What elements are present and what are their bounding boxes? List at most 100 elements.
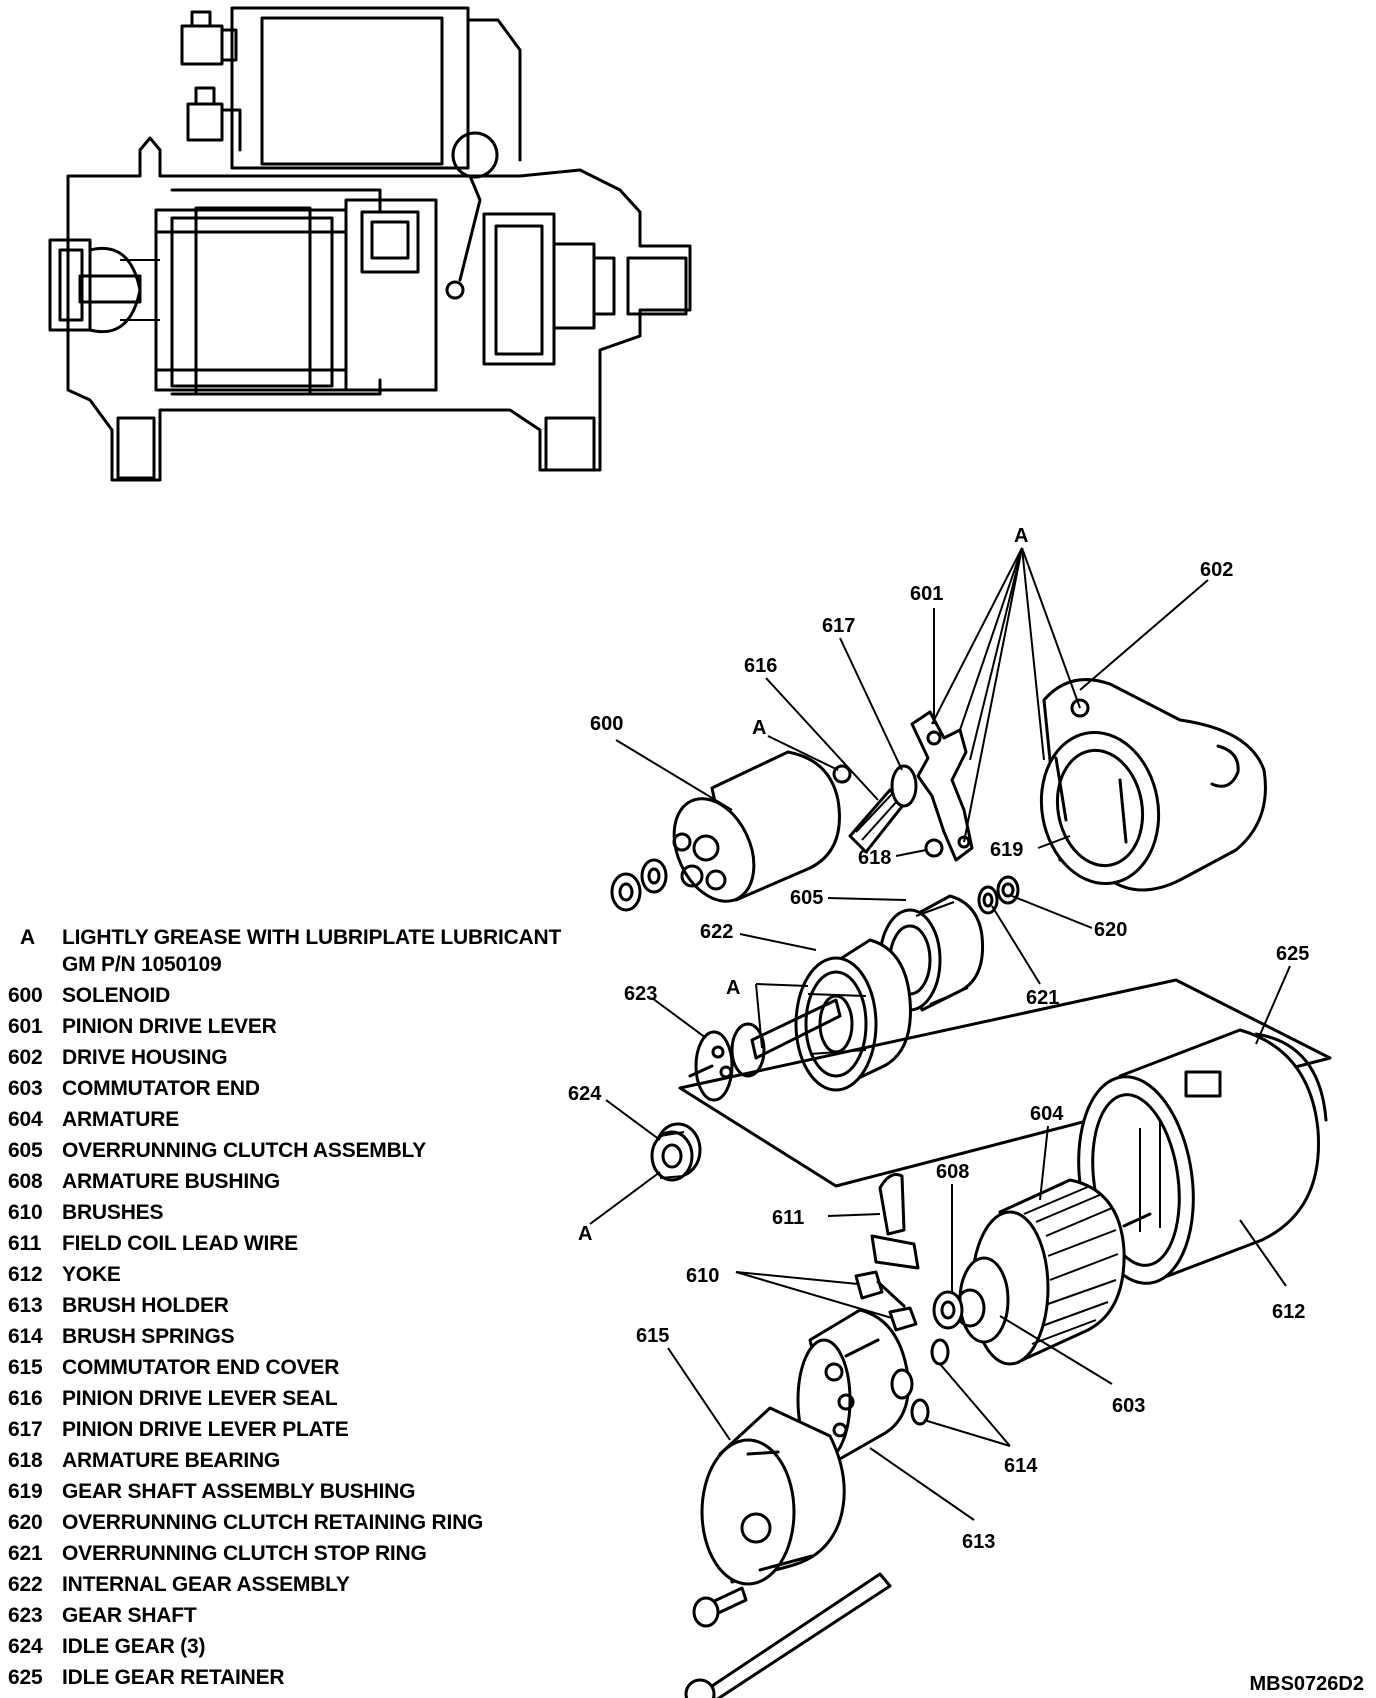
legend-key: 603 <box>8 1077 43 1100</box>
part-602-drive-housing <box>1039 678 1267 892</box>
legend-key: 623 <box>8 1604 43 1627</box>
legend-row: 620 OVERRUNNING CLUTCH RETAINING RING <box>4 1509 604 1536</box>
legend-row: 603 COMMUTATOR END <box>4 1075 604 1102</box>
callout-621: 621 <box>1026 987 1059 1009</box>
legend-row: 618 ARMATURE BEARING <box>4 1447 604 1474</box>
legend-description: INTERNAL GEAR ASSEMBLY <box>62 1573 350 1596</box>
part-624-idle-gear <box>650 1122 702 1182</box>
legend-description: BRUSHES <box>62 1201 164 1224</box>
legend-key: 601 <box>8 1015 43 1038</box>
legend-description: BRUSH SPRINGS <box>62 1325 235 1348</box>
callout-623: 623 <box>624 983 657 1005</box>
part-620-621-rings <box>977 875 1020 915</box>
legend-key: 625 <box>8 1666 43 1689</box>
callout-624: 624 <box>568 1083 602 1105</box>
callout-616: 616 <box>744 655 777 677</box>
part-through-bolt-short <box>692 1586 748 1628</box>
callout-605: 605 <box>790 887 823 909</box>
legend-key: 612 <box>8 1263 43 1286</box>
legend-description: COMMUTATOR END <box>62 1077 260 1100</box>
legend-key: 608 <box>8 1170 43 1193</box>
legend-row: 621 OVERRUNNING CLUTCH STOP RING <box>4 1540 604 1567</box>
part-604-armature <box>954 1178 1152 1366</box>
callout-a-600: A <box>752 717 766 739</box>
drawing-id: MBS0726D2 <box>1249 1673 1364 1695</box>
legend-key: A <box>20 926 35 949</box>
legend-key: 614 <box>8 1325 43 1348</box>
legend-description: ARMATURE <box>62 1108 179 1131</box>
legend-description: SOLENOID <box>62 984 171 1007</box>
parts-legend: A LIGHTLY GREASE WITH LUBRIPLATE LUBRICAN… <box>4 924 604 1695</box>
legend-description: LIGHTLY GREASE WITH LUBRIPLATE LUBRICANT… <box>62 926 562 976</box>
legend-row: 605 OVERRUNNING CLUTCH ASSEMBLY <box>4 1137 604 1164</box>
callout-613: 613 <box>962 1531 995 1553</box>
legend-row: 608 ARMATURE BUSHING <box>4 1168 604 1195</box>
callout-604: 604 <box>1030 1103 1064 1125</box>
part-601-pinion-drive-lever <box>910 710 974 862</box>
legend-row: 624 IDLE GEAR (3) <box>4 1633 604 1660</box>
legend-key: 622 <box>8 1573 43 1596</box>
legend-description: IDLE GEAR RETAINER <box>62 1666 285 1689</box>
legend-description: ARMATURE BUSHING <box>62 1170 281 1193</box>
legend-key: 600 <box>8 984 43 1007</box>
legend-description: GEAR SHAFT <box>62 1604 197 1627</box>
callout-608: 608 <box>936 1161 969 1183</box>
part-608-armature-bushing <box>932 1290 964 1330</box>
legend-row: 625 IDLE GEAR RETAINER <box>4 1664 604 1691</box>
callout-612: 612 <box>1272 1301 1305 1323</box>
legend-row: 612 YOKE <box>4 1261 604 1288</box>
legend-key: 618 <box>8 1449 43 1472</box>
legend-key: 604 <box>8 1108 43 1131</box>
callout-610: 610 <box>686 1265 719 1287</box>
legend-description: FIELD COIL LEAD WIRE <box>62 1232 298 1255</box>
callout-611: 611 <box>772 1207 804 1229</box>
legend-key: 613 <box>8 1294 43 1317</box>
callout-601: 601 <box>910 583 943 605</box>
part-618-armature-bearing <box>924 838 944 858</box>
legend-row: 623 GEAR SHAFT <box>4 1602 604 1629</box>
legend-key: 615 <box>8 1356 43 1379</box>
legend-description: OVERRUNNING CLUTCH RETAINING RING <box>62 1511 484 1534</box>
legend-description: BRUSH HOLDER <box>62 1294 229 1317</box>
legend-row: 622 INTERNAL GEAR ASSEMBLY <box>4 1571 604 1598</box>
legend-key: 616 <box>8 1387 43 1410</box>
legend-description: OVERRUNNING CLUTCH STOP RING <box>62 1542 427 1565</box>
legend-key: 602 <box>8 1046 43 1069</box>
legend-key: 624 <box>8 1635 43 1658</box>
legend-key: 621 <box>8 1542 43 1565</box>
legend-row: 615 COMMUTATOR END COVER <box>4 1354 604 1381</box>
legend-description: YOKE <box>62 1263 121 1286</box>
callout-602: 602 <box>1200 559 1233 581</box>
legend-description: PINION DRIVE LEVER PLATE <box>62 1418 349 1441</box>
part-through-bolt-long <box>684 1572 892 1698</box>
legend-description: COMMUTATOR END COVER <box>62 1356 340 1379</box>
part-610-brushes <box>854 1270 918 1332</box>
callout-625: 625 <box>1276 943 1309 965</box>
legend-description: GEAR SHAFT ASSEMBLY BUSHING <box>62 1480 416 1503</box>
legend-key: 617 <box>8 1418 43 1441</box>
part-614-brush-springs <box>890 1338 950 1426</box>
legend-description: IDLE GEAR (3) <box>62 1635 206 1658</box>
legend-key: 619 <box>8 1480 43 1503</box>
legend-key: 620 <box>8 1511 43 1534</box>
callout-603: 603 <box>1112 1395 1145 1417</box>
legend-key: 605 <box>8 1139 43 1162</box>
part-615-commutator-end-cover <box>700 1406 846 1586</box>
legend-row: 602 DRIVE HOUSING <box>4 1044 604 1071</box>
legend-row: 600 SOLENOID <box>4 982 604 1009</box>
legend-row: 619 GEAR SHAFT ASSEMBLY BUSHING <box>4 1478 604 1505</box>
callout-a-624: A <box>578 1223 592 1245</box>
assembled-starter-cutaway <box>48 6 692 482</box>
legend-description: DRIVE HOUSING <box>62 1046 228 1069</box>
callout-a-top: A <box>1014 525 1028 547</box>
callout-a-623: A <box>726 977 740 999</box>
legend-description: ARMATURE BEARING <box>62 1449 281 1472</box>
legend-row: 604 ARMATURE <box>4 1106 604 1133</box>
part-625-bracket-outline <box>678 978 1332 1188</box>
part-611-field-coil-lead <box>870 1173 920 1270</box>
legend-description: OVERRUNNING CLUTCH ASSEMBLY <box>62 1139 427 1162</box>
